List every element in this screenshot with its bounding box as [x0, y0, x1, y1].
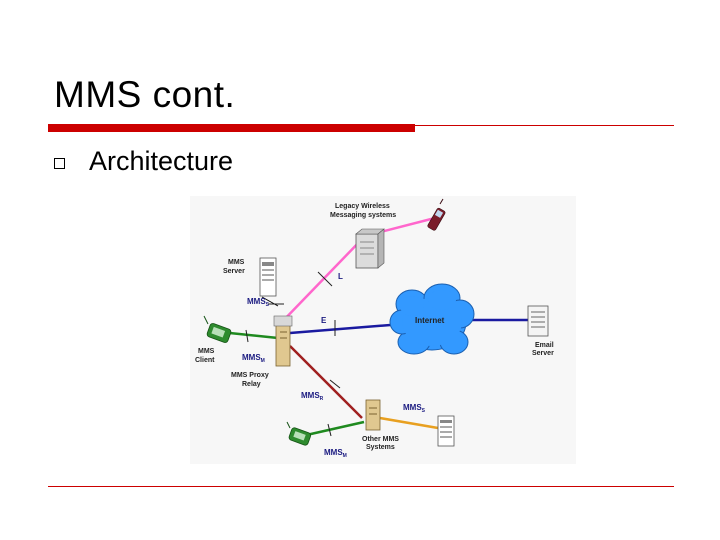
label-legacy-line1: Legacy Wireless: [335, 203, 390, 210]
label-legacy-line2: Messaging systems: [330, 212, 396, 219]
label-email-line1: Email: [535, 342, 554, 349]
iface-mmsm-left: MMSM: [242, 353, 265, 364]
bullet-square-icon: [54, 158, 65, 169]
internet-cloud-icon: [389, 283, 475, 355]
tick-L: [317, 271, 333, 287]
tick-MMSM-left: [245, 329, 249, 343]
mobile-phone-icon: [427, 198, 446, 231]
label-email-line2: Server: [532, 350, 554, 357]
title-rule-line: [415, 125, 674, 126]
mms-client-device-icon: [203, 315, 232, 343]
footer-rule-line: [48, 486, 674, 487]
label-other-line2: Systems: [366, 444, 395, 451]
label-mms-server-line2: Server: [223, 268, 245, 275]
mms-proxy-relay-icon: [273, 315, 293, 367]
iface-mmsr: MMSR: [301, 391, 324, 402]
bullet-text: Architecture: [89, 146, 234, 176]
mms-server-icon: [259, 257, 277, 297]
other-mms-systems-icon: [365, 399, 381, 431]
label-mms-server-line1: MMS: [228, 259, 245, 266]
label-proxy-line1: MMS Proxy: [231, 372, 269, 379]
link-phone-other: [301, 420, 365, 438]
link-proxy-internet: [289, 322, 404, 335]
iface-mmss-top: MMSS: [247, 297, 270, 308]
iface-L: L: [338, 272, 343, 281]
slide-title: MMS cont.: [54, 74, 236, 115]
iface-mmsm-bottom: MMSM: [324, 448, 347, 459]
iface-mmss-right: MMSS: [403, 403, 426, 414]
link-proxy-other: [289, 345, 363, 419]
email-server-icon: [527, 305, 549, 337]
iface-E: E: [321, 316, 327, 325]
server-icon: [437, 415, 455, 447]
label-proxy-line2: Relay: [242, 381, 261, 388]
legacy-server-icon: [355, 228, 385, 269]
label-other-line1: Other MMS: [362, 436, 399, 443]
link-other-server: [379, 416, 439, 430]
label-internet: Internet: [415, 316, 445, 325]
label-mms-client-line1: MMS: [198, 348, 215, 355]
tick-MMSM-bottom: [327, 423, 332, 437]
link-proxy-legacy: [277, 235, 366, 327]
label-mms-client-line2: Client: [195, 357, 215, 364]
tick-MMSR: [329, 379, 341, 389]
mms-architecture-diagram: Legacy Wireless Messaging systems MMS Se…: [190, 196, 576, 464]
mms-client-device-bottom-icon: [286, 421, 312, 446]
title-accent-bar: [48, 124, 415, 132]
